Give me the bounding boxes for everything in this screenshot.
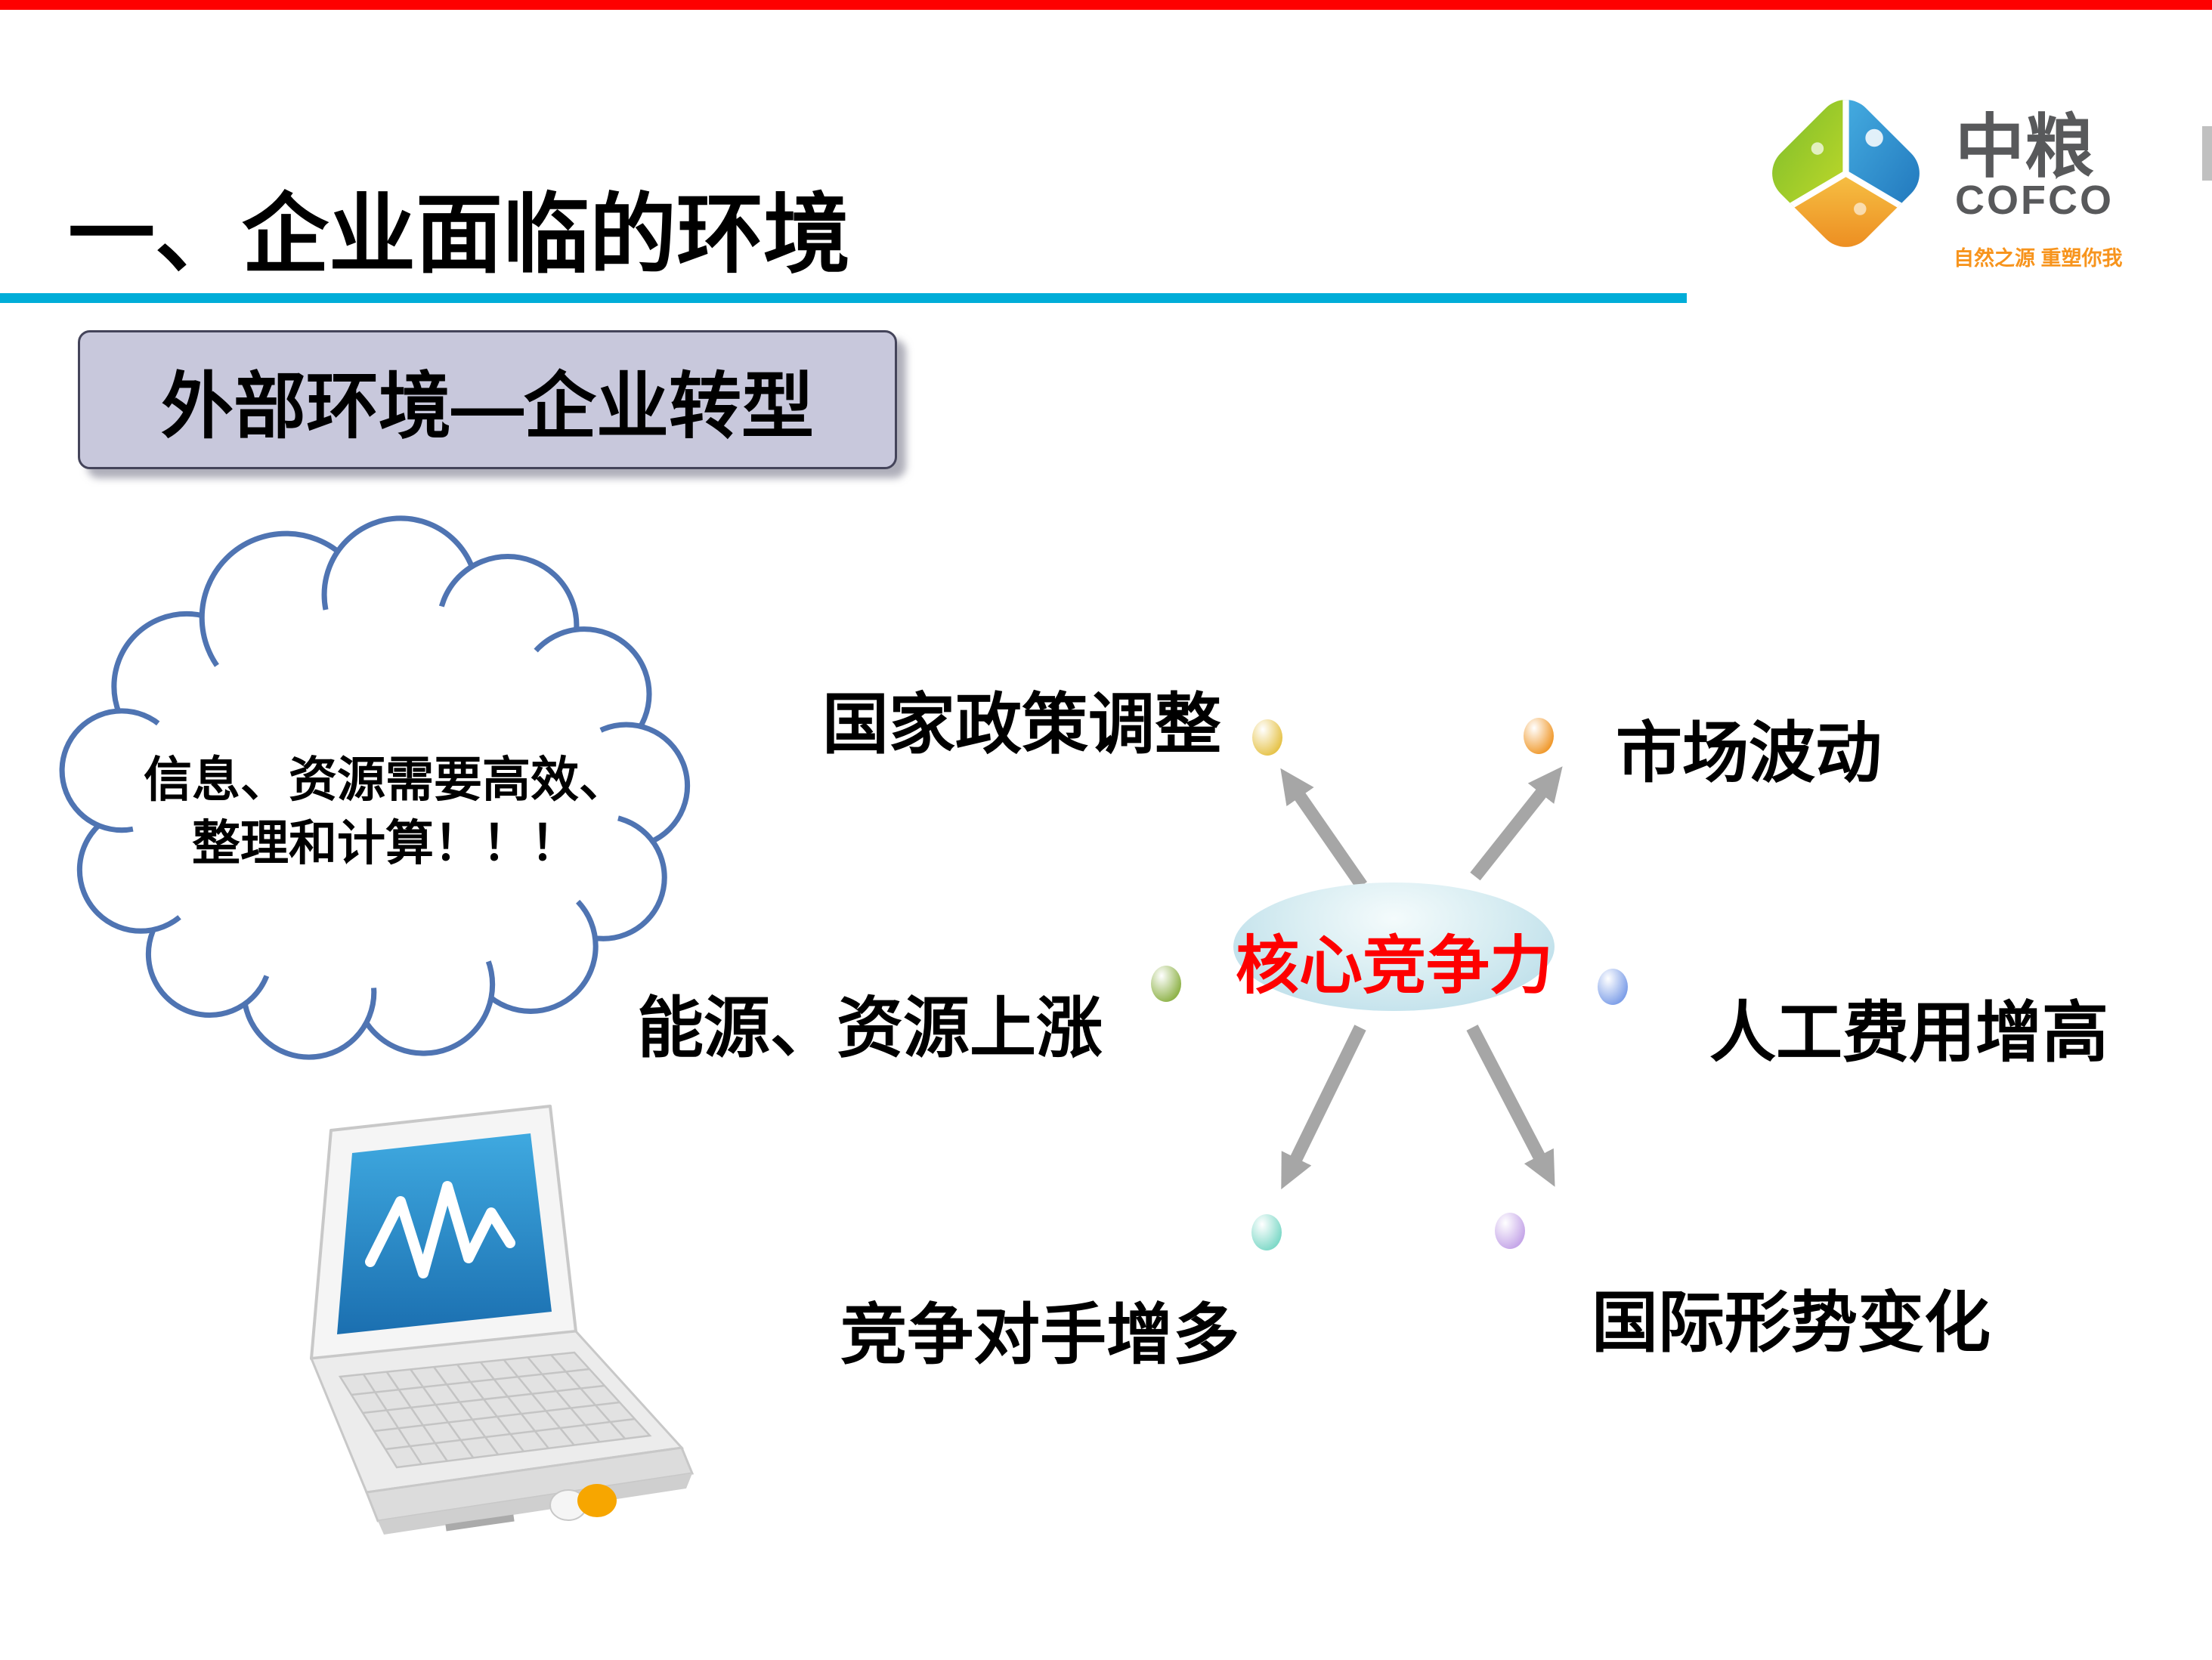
factor-label-market: 市场波动 bbox=[1616, 716, 1883, 790]
section-box: 外部环境—企业转型 bbox=[78, 330, 897, 469]
cofco-cube-icon bbox=[1760, 88, 1932, 259]
cloud-text: 信息、资源需要高效、 整理和计算！！！ bbox=[91, 748, 680, 876]
factor-dot-policy bbox=[1252, 719, 1282, 756]
factor-dot-international bbox=[1495, 1213, 1525, 1249]
top-red-bar bbox=[0, 0, 2212, 10]
factor-dot-competitors bbox=[1251, 1214, 1282, 1250]
right-edge-tab bbox=[2202, 126, 2212, 181]
logo-text-cn: 中粮 bbox=[1955, 109, 2095, 186]
arrow-bottom-left bbox=[1281, 1025, 1366, 1190]
cofco-logo: 中粮 COFCO 自然之源 重塑你我 bbox=[1757, 85, 2195, 281]
arrow-top-right bbox=[1470, 766, 1563, 881]
laptop-screen bbox=[310, 1105, 577, 1360]
cloud-fill bbox=[121, 595, 626, 993]
cloud-text-line2: 整理和计算！！！ bbox=[192, 816, 579, 871]
factor-label-international: 国际形势变化 bbox=[1592, 1285, 1991, 1360]
core-label: 核心竞争力 bbox=[1235, 930, 1553, 1001]
factor-label-labor: 人工费用增高 bbox=[1709, 995, 2109, 1070]
factor-label-competitors: 竞争对手增多 bbox=[840, 1297, 1240, 1372]
laptop-touch-button-right bbox=[577, 1484, 617, 1517]
page-title: 一、企业面临的环境 bbox=[68, 187, 851, 283]
logo-text-en: COFCO bbox=[1955, 178, 2114, 223]
cloud-text-line1: 信息、资源需要高效、 bbox=[144, 753, 627, 807]
factor-dot-market bbox=[1524, 718, 1554, 754]
logo-tagline: 自然之源 重塑你我 bbox=[1954, 247, 2123, 270]
thought-cloud bbox=[59, 515, 691, 1060]
laptop-base bbox=[309, 1330, 695, 1535]
factor-dot-energy bbox=[1151, 966, 1181, 1002]
title-underline bbox=[0, 293, 1687, 303]
section-box-label: 外部环境—企业转型 bbox=[161, 366, 814, 447]
laptop-illustration bbox=[309, 1105, 695, 1535]
laptop-keys bbox=[351, 1354, 636, 1465]
arrow-bottom-right bbox=[1466, 1025, 1555, 1187]
factor-dot-labor bbox=[1598, 969, 1628, 1005]
factor-label-energy: 能源、资源上涨 bbox=[637, 991, 1103, 1065]
core-ellipse bbox=[1233, 883, 1555, 1011]
factor-label-policy: 国家政策调整 bbox=[822, 687, 1222, 762]
arrow-top-left bbox=[1280, 768, 1367, 889]
